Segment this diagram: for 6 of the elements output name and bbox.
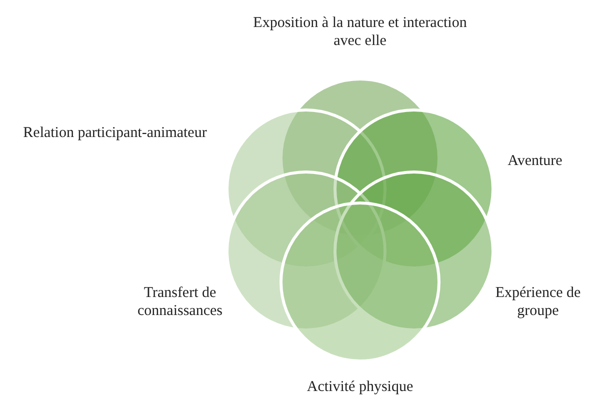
circle-label: Relation participant-animateur bbox=[22, 124, 208, 142]
circle-label: Aventure bbox=[506, 152, 564, 170]
circle-label: Exposition à la nature et interaction avec elle bbox=[252, 14, 468, 50]
circle-label: Activité physique bbox=[306, 378, 414, 396]
circle-label: Transfert de connaissances bbox=[136, 284, 224, 320]
circle-label: Expérience de groupe bbox=[494, 284, 582, 320]
